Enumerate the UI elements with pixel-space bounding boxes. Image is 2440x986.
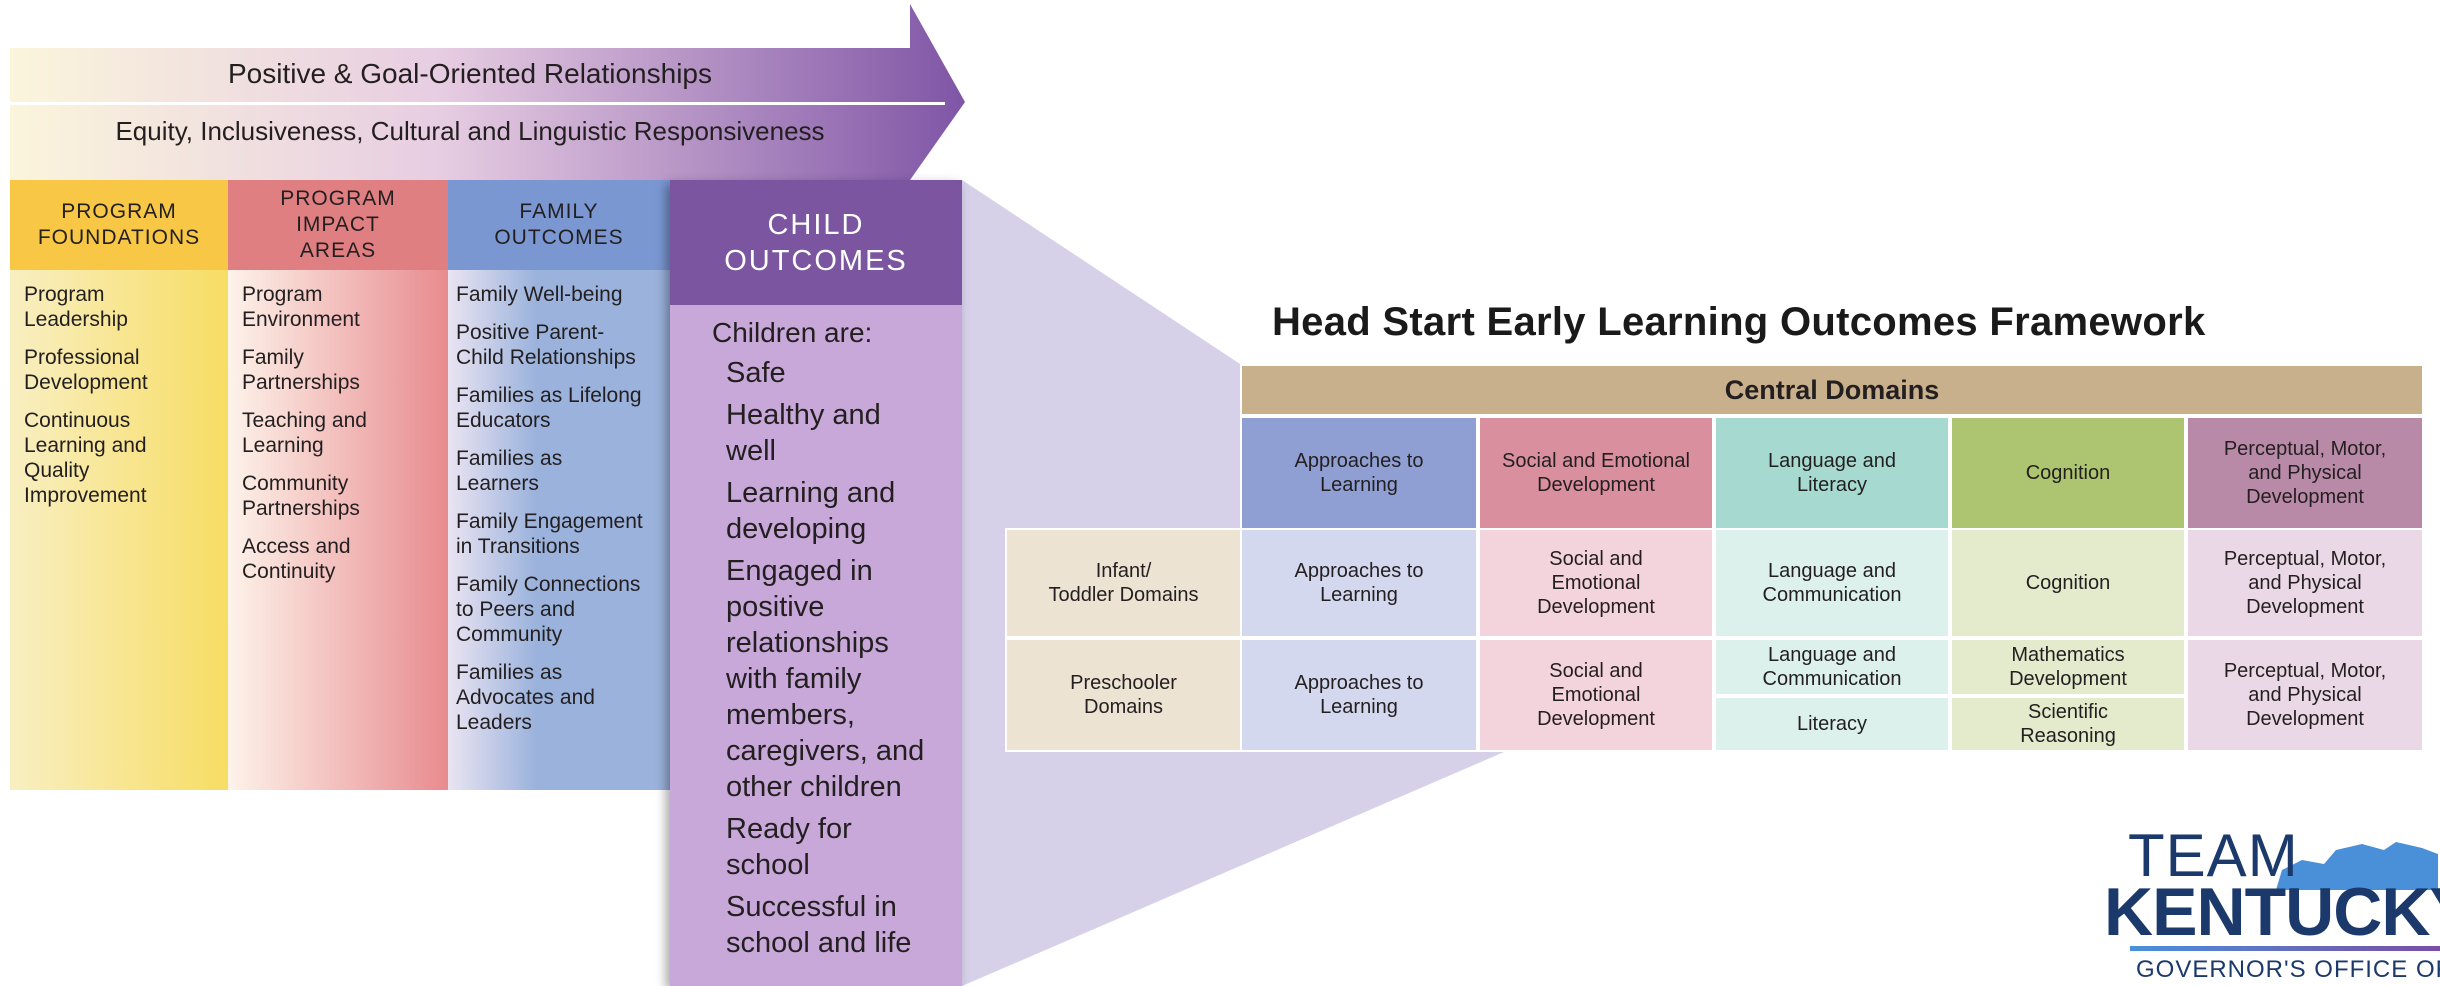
program-impact-column: PROGRAM IMPACT AREAS Program Environment… <box>228 180 448 790</box>
list-item: Families as Advocates and Leaders <box>456 661 595 734</box>
child-outcomes-column: CHILD OUTCOMES Children are: Safe Health… <box>670 180 962 986</box>
list-item: Family Well-being <box>456 283 623 306</box>
list-item: Professional Development <box>24 346 148 394</box>
table-cell: Approaches to Learning <box>1240 528 1478 638</box>
list-item: Teaching and Learning <box>242 409 367 457</box>
table-cell: Perceptual, Motor, and Physical Developm… <box>2186 528 2424 638</box>
list-item: Access and Continuity <box>242 535 351 583</box>
logo-kentucky-text: KENTUCKY <box>2104 874 2440 950</box>
list-item: Program Leadership <box>24 283 128 331</box>
table-cell: Language and Communication <box>1714 528 1950 638</box>
logo-subtitle: GOVERNOR'S OFFICE OF <box>2136 956 2440 983</box>
family-outcomes-column: FAMILY OUTCOMES Family Well-being Positi… <box>448 180 670 790</box>
relationships-label: Positive & Goal-Oriented Relationships <box>227 58 712 89</box>
relationships-arrow <box>10 4 965 180</box>
list-item: Successful in school and life <box>726 891 912 959</box>
child-outcomes-title: CHILD OUTCOMES <box>670 180 962 305</box>
kentucky-state-icon <box>2276 842 2438 890</box>
preschooler-label: Preschooler Domains <box>1005 638 1242 752</box>
list-item: Families as Learners <box>456 447 563 495</box>
program-impact-list: Program Environment Family Partnerships … <box>228 270 448 584</box>
list-item: Family Connections to Peers and Communit… <box>456 573 641 646</box>
header-social: Social and Emotional Development <box>1478 416 1714 530</box>
list-item: Ready for school <box>726 813 852 881</box>
list-item: Healthy and well <box>726 399 881 467</box>
list-item: Positive Parent- Child Relationships <box>456 321 636 369</box>
table-cell: Scientific Reasoning <box>1950 696 2186 752</box>
program-foundations-list: Program Leadership Professional Developm… <box>10 270 228 508</box>
program-impact-title: PROGRAM IMPACT AREAS <box>228 180 448 270</box>
infant-toddler-label: Infant/ Toddler Domains <box>1005 528 1242 638</box>
table-cell: Cognition <box>1950 528 2186 638</box>
list-item: Families as Lifelong Educators <box>456 384 642 432</box>
program-foundations-title: PROGRAM FOUNDATIONS <box>10 180 228 270</box>
program-foundations-column: PROGRAM FOUNDATIONS Program Leadership P… <box>10 180 228 790</box>
framework-title: Head Start Early Learning Outcomes Frame… <box>1272 300 2206 344</box>
child-outcomes-intro: Children are: <box>712 317 873 348</box>
family-outcomes-list: Family Well-being Positive Parent- Child… <box>448 270 670 735</box>
list-item: Continuous Learning and Quality Improvem… <box>24 409 147 507</box>
logo-team-text: TEAM <box>2128 822 2299 889</box>
child-outcomes-list: Children are: Safe Healthy and well Lear… <box>670 305 962 961</box>
table-cell: Social and Emotional Development <box>1478 528 1714 638</box>
family-outcomes-title: FAMILY OUTCOMES <box>448 180 670 270</box>
list-item: Learning and developing <box>726 477 896 545</box>
header-language: Language and Literacy <box>1714 416 1950 530</box>
table-cell: Mathematics Development <box>1950 638 2186 696</box>
table-cell: Approaches to Learning <box>1240 638 1478 752</box>
list-item: Engaged in positive relationships with f… <box>726 555 925 803</box>
central-domains-header: Central Domains <box>1240 364 2424 416</box>
table-cell: Perceptual, Motor, and Physical Developm… <box>2186 638 2424 752</box>
list-item: Family Engagement in Transitions <box>456 510 643 558</box>
table-cell: Language and Communication <box>1714 638 1950 696</box>
projection-beam <box>962 180 1518 986</box>
header-perceptual: Perceptual, Motor, and Physical Developm… <box>2186 416 2424 530</box>
list-item: Program Environment <box>242 283 360 331</box>
header-approaches: Approaches to Learning <box>1240 416 1478 530</box>
table-cell: Literacy <box>1714 696 1950 752</box>
list-item: Safe <box>726 357 786 389</box>
list-item: Family Partnerships <box>242 346 360 394</box>
header-cognition: Cognition <box>1950 416 2186 530</box>
list-item: Community Partnerships <box>242 472 360 520</box>
equity-label: Equity, Inclusiveness, Cultural and Ling… <box>115 116 825 146</box>
table-cell: Social and Emotional Development <box>1478 638 1714 752</box>
logo-divider <box>2130 946 2440 951</box>
